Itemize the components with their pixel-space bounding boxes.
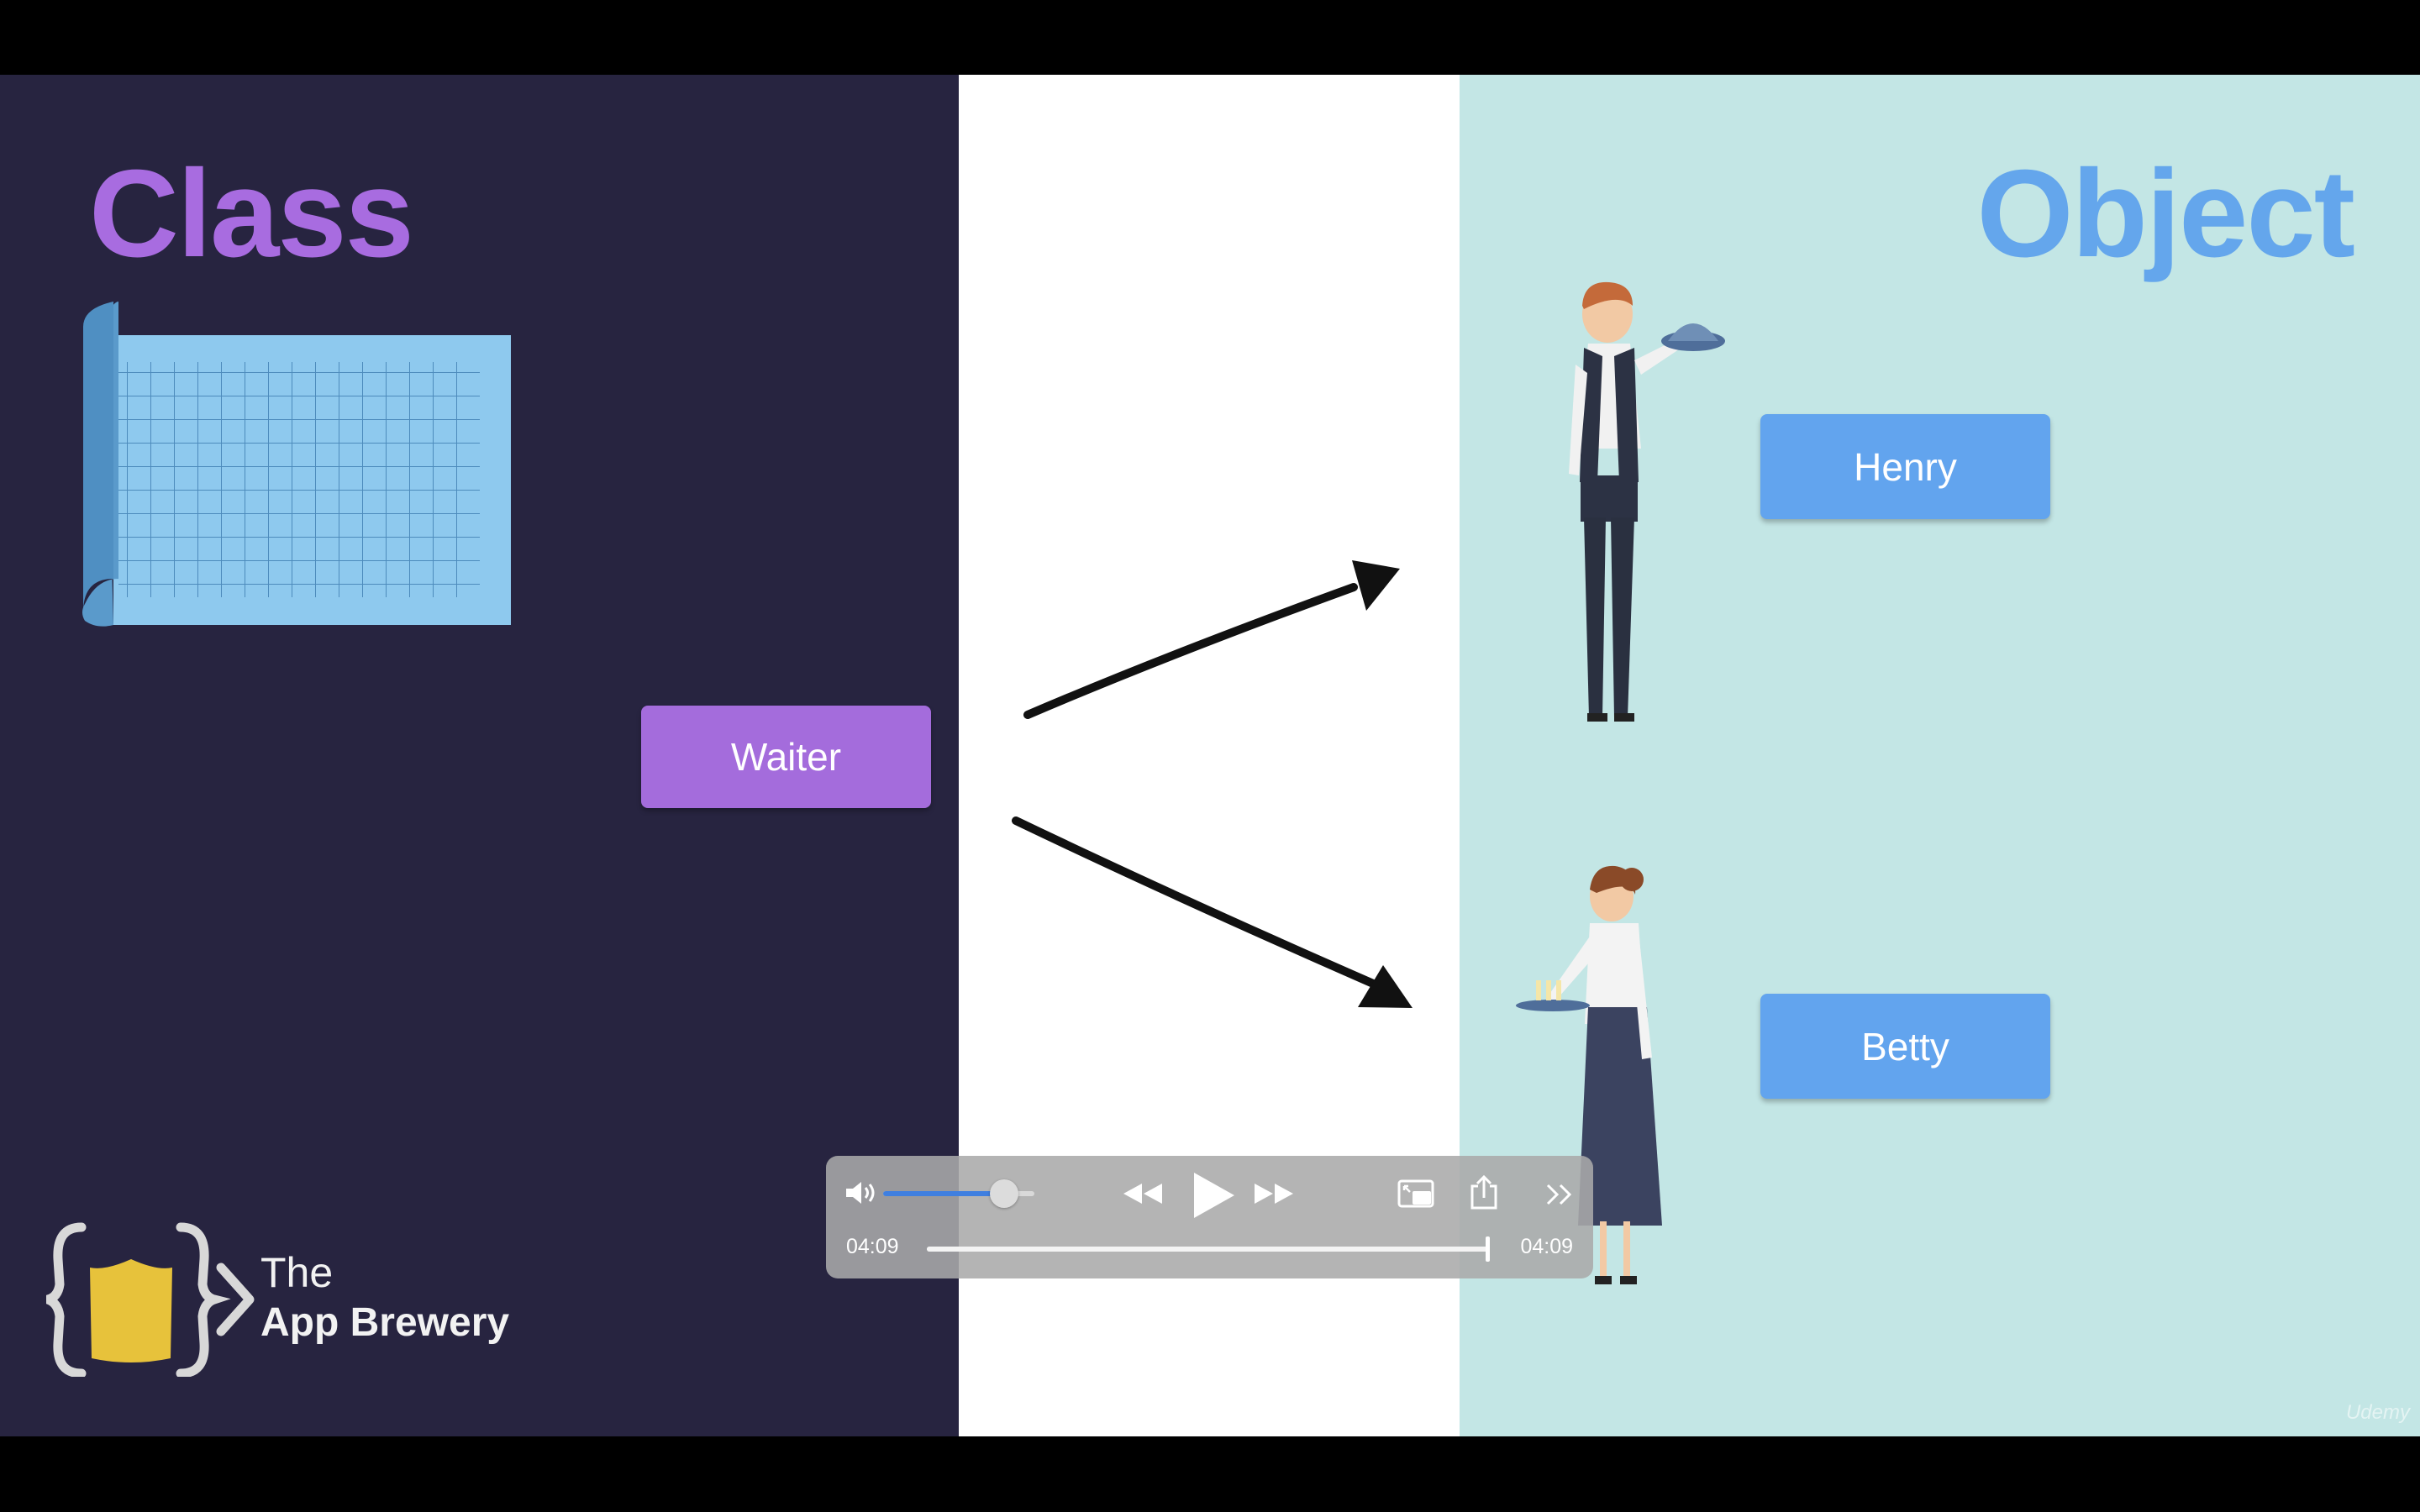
app-brewery-logo-icon [46,1222,255,1377]
rewind-icon[interactable] [1122,1181,1164,1206]
playhead[interactable] [1486,1236,1490,1262]
arrow-up-head [1352,560,1400,611]
arrow-down-head [1358,965,1413,1008]
object-betty-label: Betty [1760,994,2050,1099]
progress-scrubber[interactable] [927,1236,1490,1262]
volume-slider[interactable] [883,1179,1034,1208]
more-icon[interactable] [1545,1183,1574,1206]
waiter-henry-illustration [1569,281,1725,722]
play-icon[interactable] [1191,1171,1236,1220]
brand-line-2: App Brewery [260,1300,510,1345]
progress-fill [927,1247,1490,1252]
brand-line-1: The [260,1249,334,1296]
current-time: 04:09 [846,1235,899,1258]
class-waiter-label: Waiter [641,706,931,808]
waitress-betty-illustration [1516,865,1662,1284]
object-henry-label: Henry [1760,414,2050,519]
udemy-watermark: Udemy [2345,1401,2410,1424]
arrows-graphic [1012,560,1413,1008]
total-time: 04:09 [1520,1235,1573,1258]
share-icon[interactable] [1470,1174,1498,1210]
video-player-controls[interactable]: 04:09 04:09 [826,1156,1593,1278]
video-frame[interactable]: Class Object Waiter Henry Betty [0,75,2420,1436]
object-title: Object [1976,144,2355,283]
volume-knob[interactable] [990,1179,1018,1208]
blueprint-icon [82,302,511,627]
class-title: Class [89,144,414,283]
volume-fill [883,1191,1004,1196]
speaker-icon[interactable] [844,1179,878,1206]
picture-in-picture-icon[interactable] [1397,1179,1434,1210]
fast-forward-icon[interactable] [1253,1181,1295,1206]
